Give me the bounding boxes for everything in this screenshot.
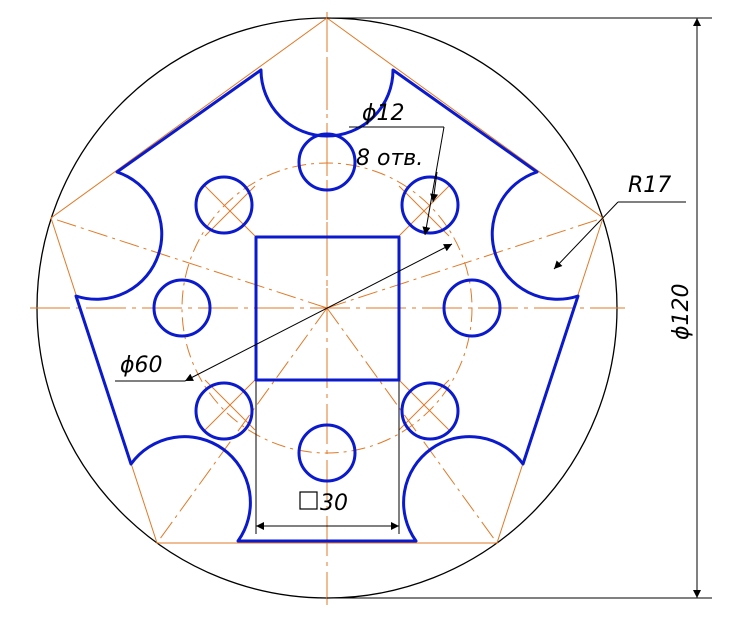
dimension-square — [256, 491, 399, 530]
pentagon-outline-with-notches — [74, 68, 580, 543]
bolt-hole — [194, 175, 254, 235]
notch-radius-label: R17 — [628, 173, 671, 198]
bolt-hole — [297, 423, 357, 483]
bolt-hole — [297, 132, 357, 192]
bolt-hole — [400, 381, 460, 441]
dimension-notch-radius — [553, 201, 686, 270]
construction-pentagon — [50, 17, 604, 544]
bolt-circle-label: ϕ60 — [120, 353, 163, 378]
outer-diameter-label: ϕ120 — [669, 283, 694, 340]
construction-lines — [30, 12, 625, 605]
square-size-label: 30 — [320, 491, 348, 516]
hole-center-crosses — [204, 185, 450, 431]
square-extension-lines — [255, 380, 400, 534]
dimension-bolt-circle — [115, 243, 453, 382]
hole-count-label: 8 отв. — [356, 146, 423, 171]
hole-diameter-label: ϕ12 — [362, 101, 405, 126]
bolt-hole — [194, 381, 254, 441]
square-symbol — [299, 491, 318, 510]
dimension-outer-diameter — [327, 17, 712, 599]
dimension-hole — [349, 126, 445, 236]
